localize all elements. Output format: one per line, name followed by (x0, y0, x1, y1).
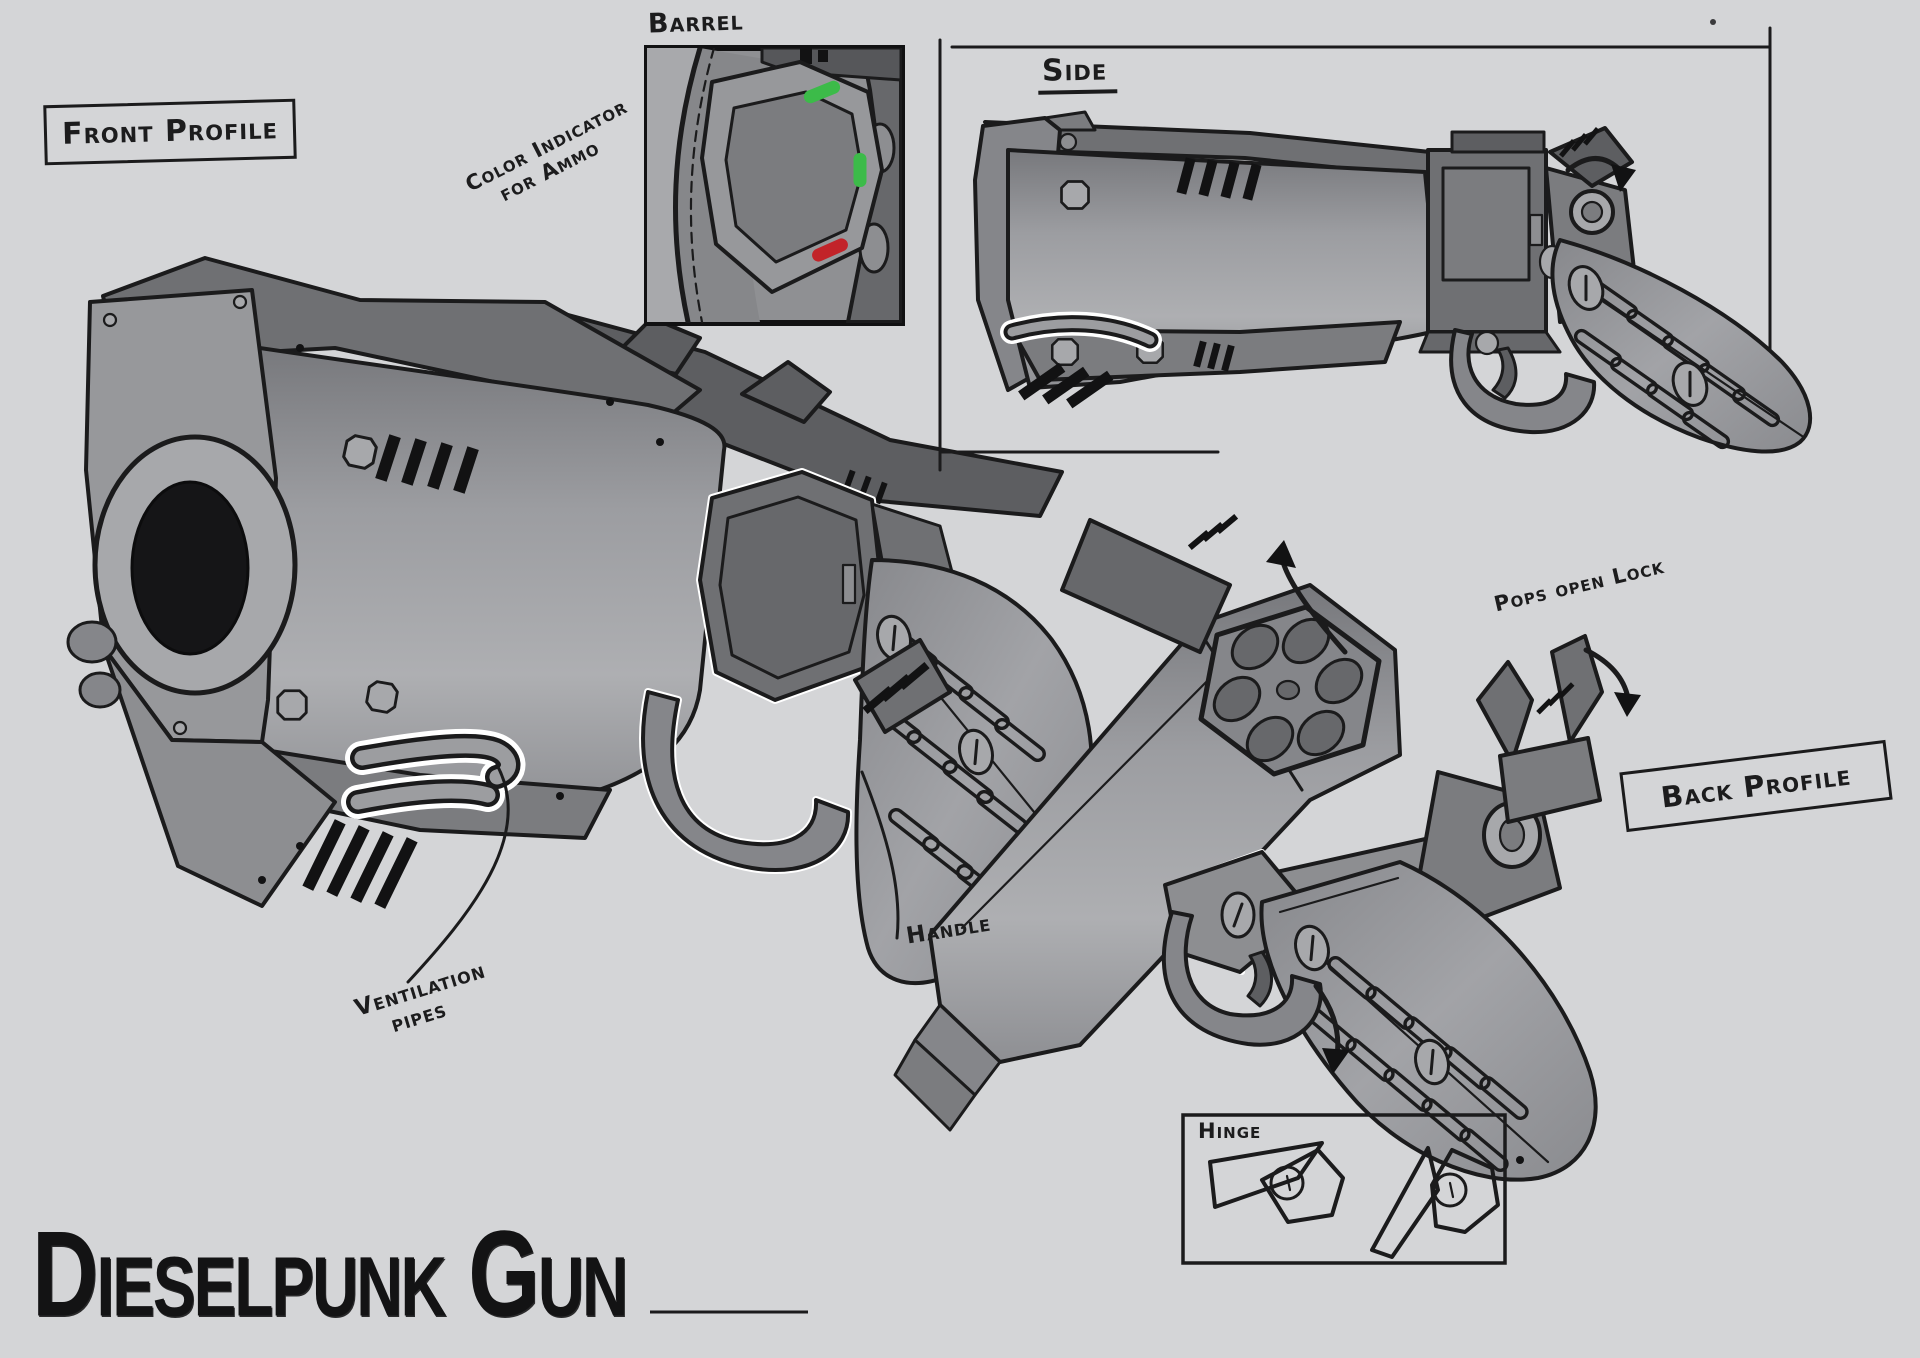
muzzle-bore (130, 480, 250, 656)
back-profile-label-text: Back Profile (1659, 757, 1853, 815)
hatch-vents (302, 819, 418, 909)
side-cylinder-block (1418, 130, 1562, 356)
side-view (938, 19, 1813, 472)
front-profile-label: Front Profile (43, 98, 297, 166)
trigger-guard (639, 688, 853, 875)
hex-chamber (696, 468, 886, 704)
hinge-closed-sketch (1208, 1141, 1345, 1224)
back-grip (1259, 860, 1598, 1182)
swing-open-arrow-icon (1266, 540, 1348, 655)
ventilation-leader-line (406, 763, 510, 984)
hinge-inset (1181, 1113, 1507, 1265)
rotate-arrow-icon (1565, 156, 1636, 192)
handle-leader-line (860, 770, 900, 940)
front-profile-view (66, 256, 1094, 986)
corner-dot (1710, 19, 1716, 25)
ammo-indicator-green-side (853, 153, 867, 187)
frame-assembly (1161, 634, 1604, 1182)
hinge-swing-arrow-icon (1313, 983, 1350, 1074)
sheet-title: Dieselpunk Gun (32, 1207, 628, 1342)
barrel-label: Barrel (647, 5, 745, 40)
cylinder-face (1198, 604, 1382, 777)
side-label: Side (1037, 52, 1118, 95)
cylinder-block (853, 513, 1402, 1132)
ventilation-pipes (341, 728, 526, 819)
front-profile-label-text: Front Profile (61, 111, 279, 153)
back-profile-view (853, 513, 1641, 1182)
hinge-label: Hinge (1198, 1119, 1262, 1143)
hinge-open-sketch (1370, 1146, 1500, 1259)
lock-arrow-icon (1583, 647, 1641, 717)
ammo-indicator-red (812, 238, 848, 262)
ammo-indicator-green-top (803, 80, 841, 104)
side-view-frame (938, 19, 1772, 472)
side-grip (1550, 238, 1813, 454)
barrel-inset (644, 45, 905, 326)
lock-sight (1476, 634, 1604, 824)
